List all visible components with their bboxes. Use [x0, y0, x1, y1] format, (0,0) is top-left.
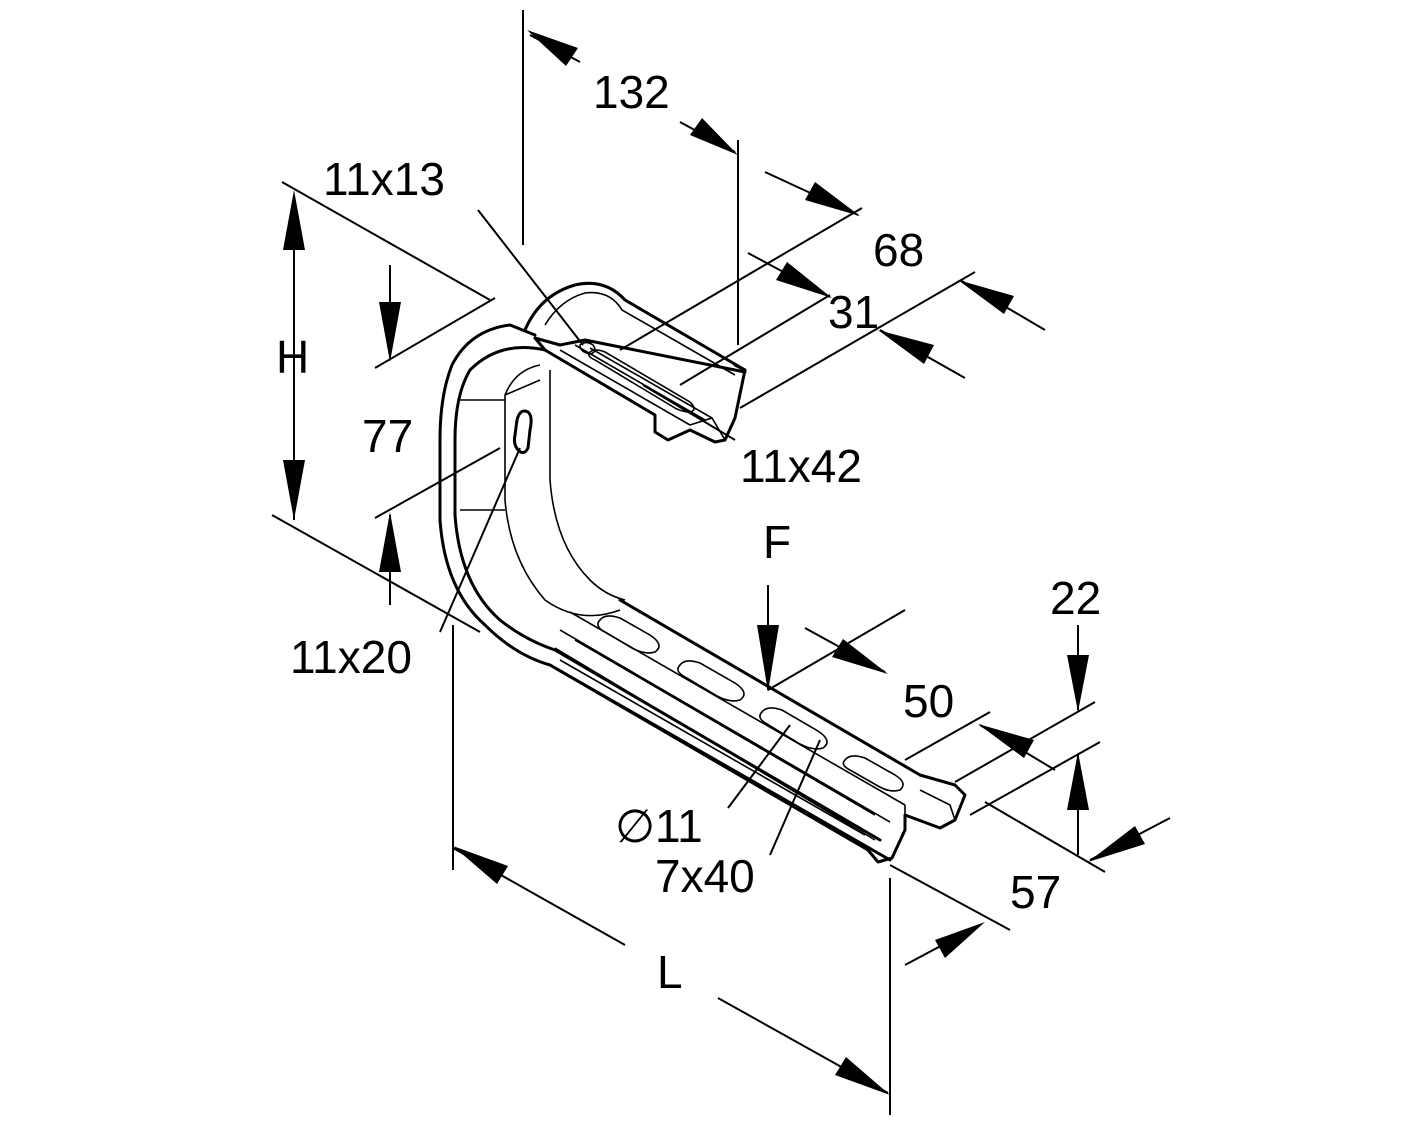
arrow-50-b — [978, 724, 1034, 758]
arrow-77-bottom — [379, 512, 401, 572]
arrow-50-a — [832, 639, 888, 674]
lower-arm-bottom-flange — [559, 639, 876, 836]
upper-arm-top-lip — [533, 336, 747, 374]
label-11x42: 11x42 — [740, 440, 862, 492]
bracket-part — [438, 281, 967, 864]
bracket-back-loop-inner — [544, 291, 736, 376]
web-facet-lines — [460, 379, 541, 511]
arrow-31-b — [958, 280, 1014, 314]
label-57: 57 — [1010, 866, 1061, 918]
label-11: 11 — [655, 800, 703, 852]
label-11x13: 11x13 — [323, 153, 445, 205]
label-H: H — [276, 331, 309, 383]
label-50: 50 — [903, 675, 954, 727]
slot-7x40-1 — [597, 615, 660, 654]
arrow-H-top — [283, 190, 305, 250]
arrow-68 — [805, 182, 860, 216]
arrow-L-a — [453, 846, 508, 884]
slot-11x13 — [579, 341, 596, 355]
arrow-132-a — [527, 30, 578, 66]
web-inner-face-2 — [549, 370, 626, 601]
arrow-L-b — [835, 1057, 890, 1095]
web-inner-face — [504, 364, 621, 617]
label-F: F — [763, 516, 791, 568]
label-22: 22 — [1050, 572, 1101, 624]
dimension-labels: 132 11x13 68 31 H 77 11x42 F 22 50 11x20… — [276, 66, 1101, 998]
slot-7x40-2 — [677, 660, 745, 702]
upper-arm-front — [533, 336, 747, 444]
label-L: L — [657, 946, 683, 998]
label-77: 77 — [362, 410, 413, 462]
bracket-inner-edge — [453, 346, 882, 842]
lower-arm-edges — [554, 611, 956, 841]
slot-11x20 — [512, 409, 533, 455]
label-phi-symbol: ∅ — [615, 800, 655, 852]
arrow-57-b — [935, 922, 985, 958]
arrow-132-b — [690, 118, 738, 155]
slot-7x40-3 — [759, 707, 828, 750]
arrow-31-a — [776, 262, 832, 298]
label-7x40: 7x40 — [655, 850, 755, 902]
slot-7x40-4 — [842, 755, 904, 792]
lower-arm-top — [618, 598, 922, 777]
arrow-77-top — [379, 302, 401, 362]
arrow-22-bottom — [1067, 752, 1089, 810]
dimension-lines — [271, 10, 1171, 1115]
arrow-F — [757, 625, 779, 692]
arrow-22-top — [1067, 655, 1089, 712]
label-68: 68 — [873, 224, 924, 276]
bracket-outer-edge — [438, 323, 892, 862]
arrow-31-c — [878, 330, 934, 364]
label-132: 132 — [593, 66, 670, 118]
bracket-back-loop — [523, 281, 747, 372]
label-31: 31 — [828, 286, 879, 338]
label-11x20: 11x20 — [290, 631, 412, 683]
arrow-H-bottom — [283, 460, 305, 520]
upper-arm-channel — [559, 344, 726, 441]
arrow-57-a — [1088, 826, 1145, 862]
